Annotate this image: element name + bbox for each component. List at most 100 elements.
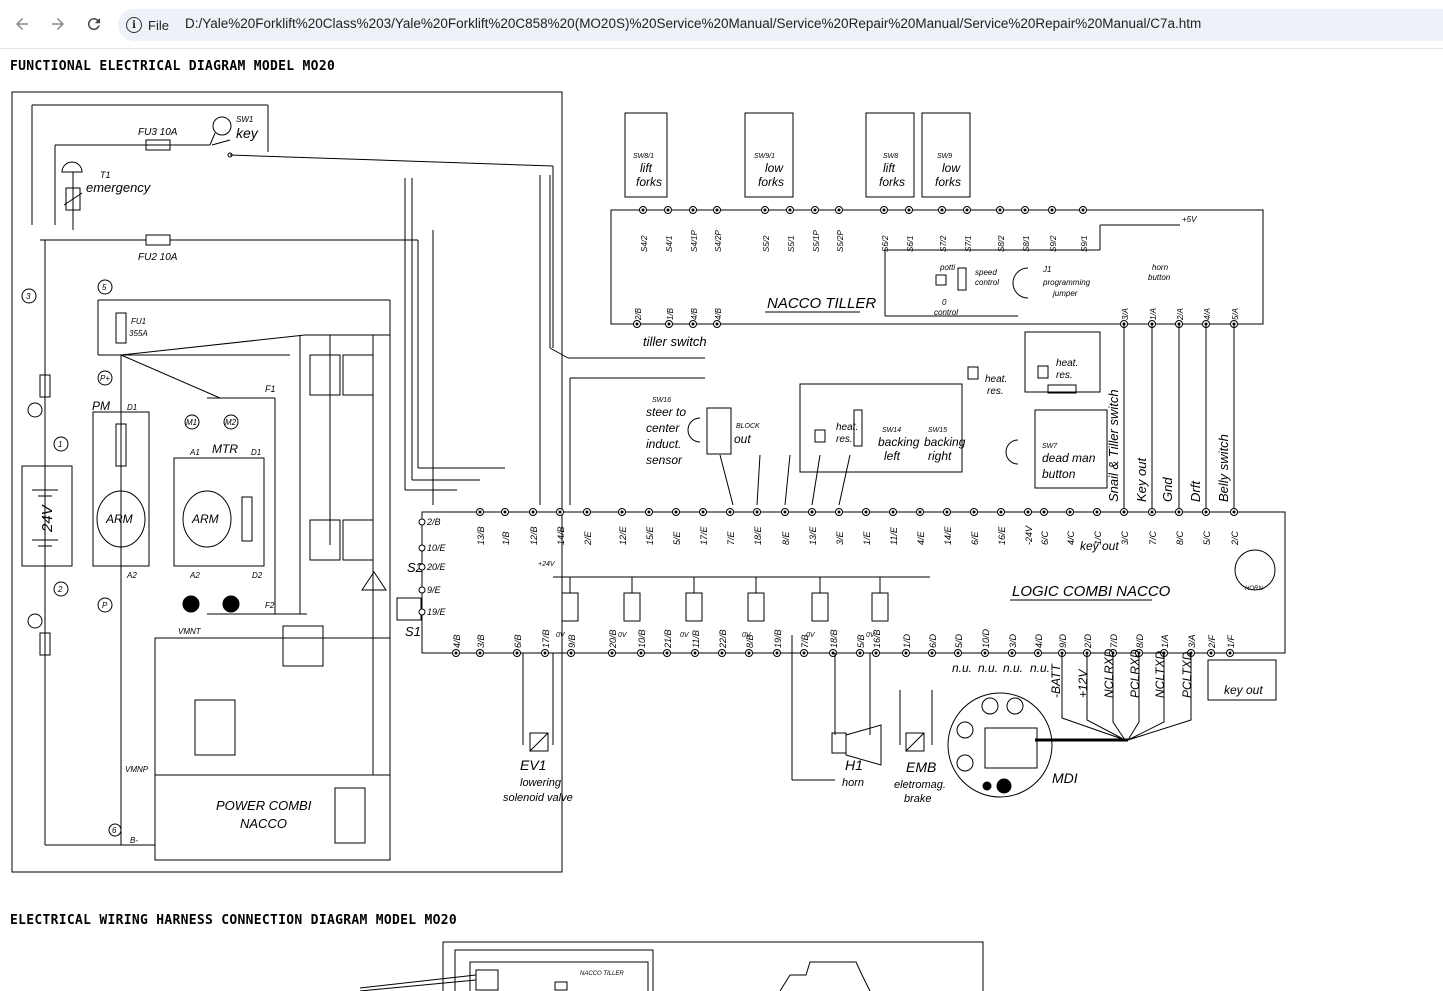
logic-top-pin-label: 8/E [781, 530, 791, 545]
logic-top-pin-label: 13/B [476, 526, 486, 545]
logic-top-pin-dot [701, 510, 705, 514]
back-button[interactable] [10, 12, 34, 36]
horn-button-2: button [1148, 273, 1171, 282]
logic-top-pin-label: 17/E [699, 525, 709, 545]
tiller-bottom-pin-label: 4/B [714, 307, 723, 320]
logic-bottom-pin-label: 9/D [1058, 633, 1068, 648]
emb-id: EMB [906, 759, 936, 775]
mtr-f1: F1 [265, 384, 276, 394]
ev1-solenoid: EV1 lowering solenoid valve [503, 653, 573, 804]
ncltxd-label: NCLTXD [1153, 651, 1167, 698]
logic-relay [747, 592, 765, 622]
tiller-switch-label: tiller switch [643, 334, 707, 349]
mdi-display: MDI [947, 653, 1192, 798]
logic-top-pin-dot [945, 510, 949, 514]
sw7-id: SW7 [1042, 443, 1058, 450]
logic-bottom-pin-dot [720, 651, 724, 655]
node-2: 2 [57, 585, 63, 594]
tiller-top-pin-dot [813, 208, 817, 212]
tiller-top-pin-dot [998, 208, 1002, 212]
logic-relay [685, 592, 703, 622]
logic-bottom-pin-label: 5/D [954, 633, 964, 648]
tiller-top-pin-dot [1081, 208, 1085, 212]
logic-left-pin [418, 563, 426, 571]
steer-line-2: center [646, 421, 680, 435]
tiller-top-pin-dot [837, 208, 841, 212]
logic-bottom-pin-dot [747, 651, 751, 655]
tiller-logic-wire [811, 454, 821, 506]
arrow-left-icon [16, 18, 28, 30]
address-bar[interactable]: i File D:/Yale%20Forklift%20Class%203/Ya… [118, 9, 1443, 41]
logic-top-pin-dot [783, 510, 787, 514]
logic-top-pin-dot [1122, 510, 1126, 514]
horn-button-1: horn [1152, 263, 1169, 272]
backing-right-2: right [928, 449, 952, 463]
logic-bottom-pin-label: 17/B [541, 629, 551, 648]
nclrxd-label: NCLRXD [1102, 648, 1116, 698]
backing-switches: heat. res. SW14 backing left SW15 backin… [799, 383, 966, 473]
mdi-label: MDI [1052, 770, 1078, 786]
diagram-frame [11, 91, 563, 873]
vmnp-label: VMNP [125, 765, 149, 774]
tiller-bottom-pin-label: 4/B [690, 307, 699, 320]
heat-res-right: heat. res. heat. res. [967, 331, 1101, 397]
logic-bottom-pin-label: 7/D [1109, 633, 1119, 648]
tiller-bottom-pin-dot [691, 322, 695, 326]
tiller-top-pin-label: S5/1P [812, 230, 821, 252]
logic-top-pin-label: 7/E [726, 530, 736, 545]
logic-top-pin-dot [503, 510, 507, 514]
fuse-fu2 [145, 234, 171, 246]
logic-left-pin-label: 20/E [426, 562, 447, 572]
tiller-top-pin-dot [763, 208, 767, 212]
nu-1: n.u. [952, 661, 972, 675]
forward-button[interactable] [46, 12, 70, 36]
logic-left-pin [418, 518, 426, 526]
logic-top-pin-dot [1177, 510, 1181, 514]
nu-3: n.u. [1003, 661, 1023, 675]
browser-toolbar: i File D:/Yale%20Forklift%20Class%203/Ya… [0, 0, 1443, 49]
tiller-right-pin-label: 1/A [1149, 308, 1158, 320]
site-info-chip[interactable]: i File [126, 13, 169, 37]
logic-relay-label: 0V [866, 632, 876, 639]
key-switch-label: key [236, 125, 259, 141]
tiller-bottom-pin-label: 1/B [666, 307, 675, 320]
battery: 24V [21, 465, 73, 567]
out-label: out [734, 432, 751, 446]
sw9-line1: low [942, 161, 961, 175]
drft-vlabel: Drft [1188, 480, 1203, 502]
mtr-d1: D1 [251, 448, 261, 457]
reload-button[interactable] [82, 12, 106, 36]
power-combi-title-1: POWER COMBI [216, 798, 312, 813]
logic-top-pin-label: 4/C [1066, 530, 1076, 545]
backing-right-1: backing [924, 435, 966, 449]
logic-top-pin-dot [478, 510, 482, 514]
heat-res-2: res. [836, 434, 853, 445]
logic-bottom-pin-dot [569, 651, 573, 655]
prog-jumper-2: jumper [1052, 289, 1078, 298]
logic-top-pin-dot [531, 510, 535, 514]
logic-top-pin-dot [647, 510, 651, 514]
url-text[interactable]: D:/Yale%20Forklift%20Class%203/Yale%20Fo… [185, 16, 1202, 31]
snail-tiller-label: Snail & Tiller switch [1106, 389, 1121, 502]
logic-bottom-pin-dot [478, 651, 482, 655]
tiller-top-pin-label: S5/2P [836, 230, 845, 252]
logic-top-pin-dot [1150, 510, 1154, 514]
mtr-a1: A1 [189, 448, 200, 457]
tiller-top-pin-label: S8/2 [997, 235, 1006, 252]
tiller-top-pin-label: S6/1 [906, 236, 915, 252]
node-m1: M1 [186, 418, 197, 427]
logic-left-pin-label: 10/E [427, 543, 447, 553]
logic-left-pin [418, 544, 426, 552]
logic-bottom-pin-dot [515, 651, 519, 655]
tiller-switch-1 [624, 112, 668, 198]
logic-bottom-pin-label: 3/D [1008, 633, 1018, 648]
logic-top-pin-label: 2/C [1230, 530, 1240, 546]
node-5: 5 [102, 283, 107, 292]
logic-bottom-pin-dot [665, 651, 669, 655]
tiller-top-pin-label: S4/2P [714, 230, 723, 252]
logic-bottom-pin-dot [639, 651, 643, 655]
logic-bottom-pin-label: 22/B [718, 629, 728, 649]
logic-bottom-pin-dot [454, 651, 458, 655]
logic-bottom-pin-label: 2/D [1083, 633, 1093, 649]
mtr-a2: A2 [189, 571, 200, 580]
